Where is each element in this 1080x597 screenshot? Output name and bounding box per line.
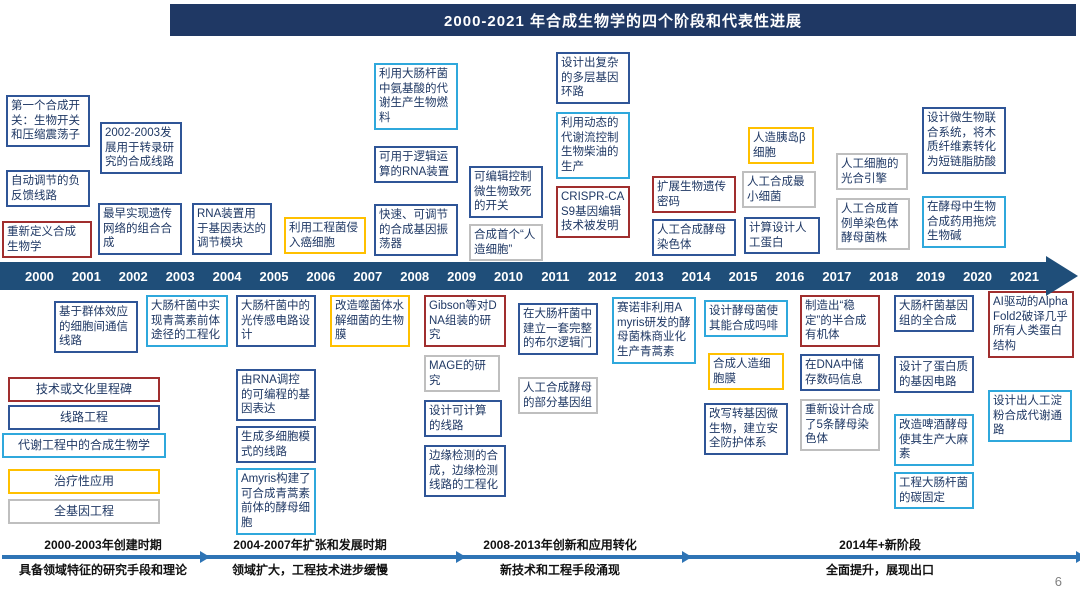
year-label-2003: 2003 bbox=[165, 268, 195, 284]
milestone-box-circuit: 在DNA中储存数码信息 bbox=[800, 354, 880, 392]
stage-title-3: 2008-2013年创新和应用转化 bbox=[483, 538, 637, 552]
milestone-box-genome: 人工合成首例单染色体酵母菌株 bbox=[836, 198, 910, 251]
milestone-box-circuit: 第一个合成开关：生物开关和压缩震荡子 bbox=[6, 95, 90, 148]
year-label-2017: 2017 bbox=[822, 268, 852, 284]
milestone-box-milestone: 制造出“稳定”的半合成有机体 bbox=[800, 295, 880, 348]
milestone-box-circuit: 计算设计人工蛋白 bbox=[744, 217, 820, 255]
milestone-box-genome: 人工合成最小细菌 bbox=[742, 171, 816, 209]
milestone-box-circuit: 大肠杆菌中的光传感电路设计 bbox=[236, 295, 316, 348]
year-label-2020: 2020 bbox=[963, 268, 993, 284]
milestone-box-circuit: 最早实现遗传网络的组合合成 bbox=[98, 203, 182, 256]
milestone-box-metabolic: 利用动态的代谢流控制生物柴油的生产 bbox=[556, 112, 630, 179]
stage-arrowhead-icon bbox=[200, 551, 210, 563]
stage-title-4: 2014年+新阶段 bbox=[839, 538, 921, 552]
year-label-2009: 2009 bbox=[447, 268, 477, 284]
milestone-box-circuit: 设计可计算的线路 bbox=[424, 400, 502, 438]
year-label-2016: 2016 bbox=[775, 268, 805, 284]
milestone-box-circuit: 设计微生物联合系统，将木质纤维素转化为短链脂肪酸 bbox=[922, 107, 1006, 174]
milestone-box-therapeutic: 改造噬菌体水解细菌的生物膜 bbox=[330, 295, 410, 348]
legend-box-circuit: 线路工程 bbox=[8, 405, 160, 431]
milestone-box-circuit: 人工合成酵母染色体 bbox=[652, 219, 736, 257]
milestone-box-circuit: 在大肠杆菌中建立一套完整的布尔逻辑门 bbox=[518, 303, 598, 356]
stage-subtitle-1: 具备领域特征的研究手段和理论 bbox=[18, 563, 188, 577]
milestone-box-metabolic: 设计酵母菌使其能合成吗啡 bbox=[704, 300, 788, 338]
milestone-box-metabolic: 工程大肠杆菌的碳固定 bbox=[894, 472, 974, 510]
header-banner: 2000-2021 年合成生物学的四个阶段和代表性进展 bbox=[170, 4, 1076, 36]
milestone-box-circuit: 2002-2003发展用于转录研究的合成线路 bbox=[100, 122, 182, 175]
milestone-box-milestone: 扩展生物遗传密码 bbox=[652, 176, 736, 214]
page-number: 6 bbox=[1054, 574, 1062, 589]
milestone-box-genome: 合成首个“人造细胞” bbox=[469, 224, 543, 262]
milestone-box-circuit: 设计出复杂的多层基因环路 bbox=[556, 52, 630, 105]
milestone-box-metabolic: 利用大肠杆菌中氨基酸的代谢生产生物燃料 bbox=[374, 63, 458, 130]
stage-arrow-4 bbox=[688, 551, 1080, 563]
stage-subtitle-2: 领域扩大，工程技术进步缓慢 bbox=[231, 563, 389, 577]
stage-subtitle-4: 全面提升，展现出口 bbox=[825, 563, 935, 577]
stage-arrow-3 bbox=[462, 551, 692, 563]
year-label-2015: 2015 bbox=[728, 268, 758, 284]
year-label-2013: 2013 bbox=[634, 268, 664, 284]
stage-arrow-1 bbox=[2, 551, 210, 563]
milestone-box-circuit: 由RNA调控的可编程的基因表达 bbox=[236, 369, 316, 422]
milestone-box-circuit: 边缘检测的合成，边缘检测线路的工程化 bbox=[424, 445, 506, 498]
legend-box-milestone: 技术或文化里程碑 bbox=[8, 377, 160, 403]
stage-title-2: 2004-2007年扩张和发展时期 bbox=[233, 538, 387, 552]
stage-arrowhead-icon bbox=[1076, 551, 1080, 563]
year-label-2000: 2000 bbox=[24, 268, 54, 284]
year-label-2021: 2021 bbox=[1010, 268, 1039, 284]
milestone-box-circuit: 设计了蛋白质的基因电路 bbox=[894, 356, 974, 394]
milestone-box-metabolic: 在酵母中生物合成药用拖烷生物碱 bbox=[922, 196, 1006, 249]
milestone-box-milestone: CRISPR-CAS9基因编辑技术被发明 bbox=[556, 186, 630, 239]
milestone-box-genome: 人工合成酵母的部分基因组 bbox=[518, 377, 598, 415]
milestone-box-metabolic: Amyris构建了可合成青蒿素前体的酵母细胞 bbox=[236, 468, 316, 535]
milestone-box-genome: 人工细胞的光合引擎 bbox=[836, 153, 908, 191]
milestone-box-metabolic: 赛诺非利用Amyris研发的酵母菌株商业化生产青蒿素 bbox=[612, 297, 696, 364]
milestone-box-therapeutic: 利用工程菌侵入癌细胞 bbox=[284, 217, 366, 255]
milestone-box-therapeutic: 人造胰岛β细胞 bbox=[748, 127, 814, 165]
stage-title-1: 2000-2003年创建时期 bbox=[44, 538, 162, 552]
year-label-2006: 2006 bbox=[306, 268, 336, 284]
milestone-box-therapeutic: 合成人造细胞膜 bbox=[708, 353, 784, 391]
year-label-2014: 2014 bbox=[681, 268, 711, 284]
milestone-box-circuit: 改写转基因微生物，建立安全防护体系 bbox=[704, 403, 788, 456]
milestone-box-circuit: 自动调节的负反馈线路 bbox=[6, 170, 90, 208]
stage-arrowhead-icon bbox=[682, 551, 692, 563]
year-label-2004: 2004 bbox=[212, 268, 242, 284]
milestone-box-metabolic: 改造啤酒酵母使其生产大麻素 bbox=[894, 414, 974, 467]
milestone-box-circuit: 可用于逻辑运算的RNA装置 bbox=[374, 146, 458, 184]
timeline-band: 2000 2001 2002 2003 2004 2005 2006 2007 2008 2009… bbox=[0, 262, 1048, 290]
legend-box-genome: 全基因工程 bbox=[8, 499, 160, 525]
year-label-2018: 2018 bbox=[869, 268, 899, 284]
year-label-2019: 2019 bbox=[916, 268, 946, 284]
year-label-2005: 2005 bbox=[259, 268, 289, 284]
milestone-box-metabolic: 设计出人工淀粉合成代谢通路 bbox=[988, 390, 1072, 443]
year-label-2011: 2011 bbox=[541, 268, 570, 284]
year-label-2012: 2012 bbox=[587, 268, 617, 284]
year-label-2001: 2001 bbox=[71, 268, 101, 284]
milestone-box-circuit: 快速、可调节的合成基因振荡器 bbox=[374, 204, 458, 257]
stage-subtitle-3: 新技术和工程手段涌现 bbox=[499, 563, 621, 577]
milestone-box-genome: 重新设计合成了5条酵母染色体 bbox=[800, 399, 880, 452]
milestone-box-milestone: AI驱动的AlphaFold2破译几乎所有人类蛋白结构 bbox=[988, 291, 1074, 358]
milestone-box-milestone: Gibson等对DNA组装的研究 bbox=[424, 295, 506, 348]
milestone-box-genome: MAGE的研究 bbox=[424, 355, 500, 393]
milestone-box-circuit: 基于群体效应的细胞间通信线路 bbox=[54, 301, 138, 354]
milestone-box-circuit: 大肠杆菌基因组的全合成 bbox=[894, 295, 974, 333]
milestone-box-milestone: 重新定义合成生物学 bbox=[2, 221, 92, 259]
year-label-2007: 2007 bbox=[353, 268, 383, 284]
slide-title: 2000-2021 年合成生物学的四个阶段和代表性进展 bbox=[444, 12, 802, 30]
legend-box-therapeutic: 治疗性应用 bbox=[8, 469, 160, 495]
timeline-arrowhead bbox=[1046, 256, 1078, 296]
milestone-box-metabolic: 大肠杆菌中实现青蒿素前体途径的工程化 bbox=[146, 295, 228, 348]
milestone-box-circuit: 可编辑控制微生物致死的开关 bbox=[469, 166, 543, 219]
year-label-2010: 2010 bbox=[494, 268, 523, 284]
stage-arrow-2 bbox=[206, 551, 466, 563]
milestone-box-circuit: RNA装置用于基因表达的调节模块 bbox=[192, 203, 272, 256]
stage-arrowhead-icon bbox=[456, 551, 466, 563]
year-label-2002: 2002 bbox=[118, 268, 148, 284]
legend-box-metabolic: 代谢工程中的合成生物学 bbox=[2, 433, 166, 459]
milestone-box-circuit: 生成多细胞模式的线路 bbox=[236, 426, 316, 464]
year-label-2008: 2008 bbox=[400, 268, 430, 284]
